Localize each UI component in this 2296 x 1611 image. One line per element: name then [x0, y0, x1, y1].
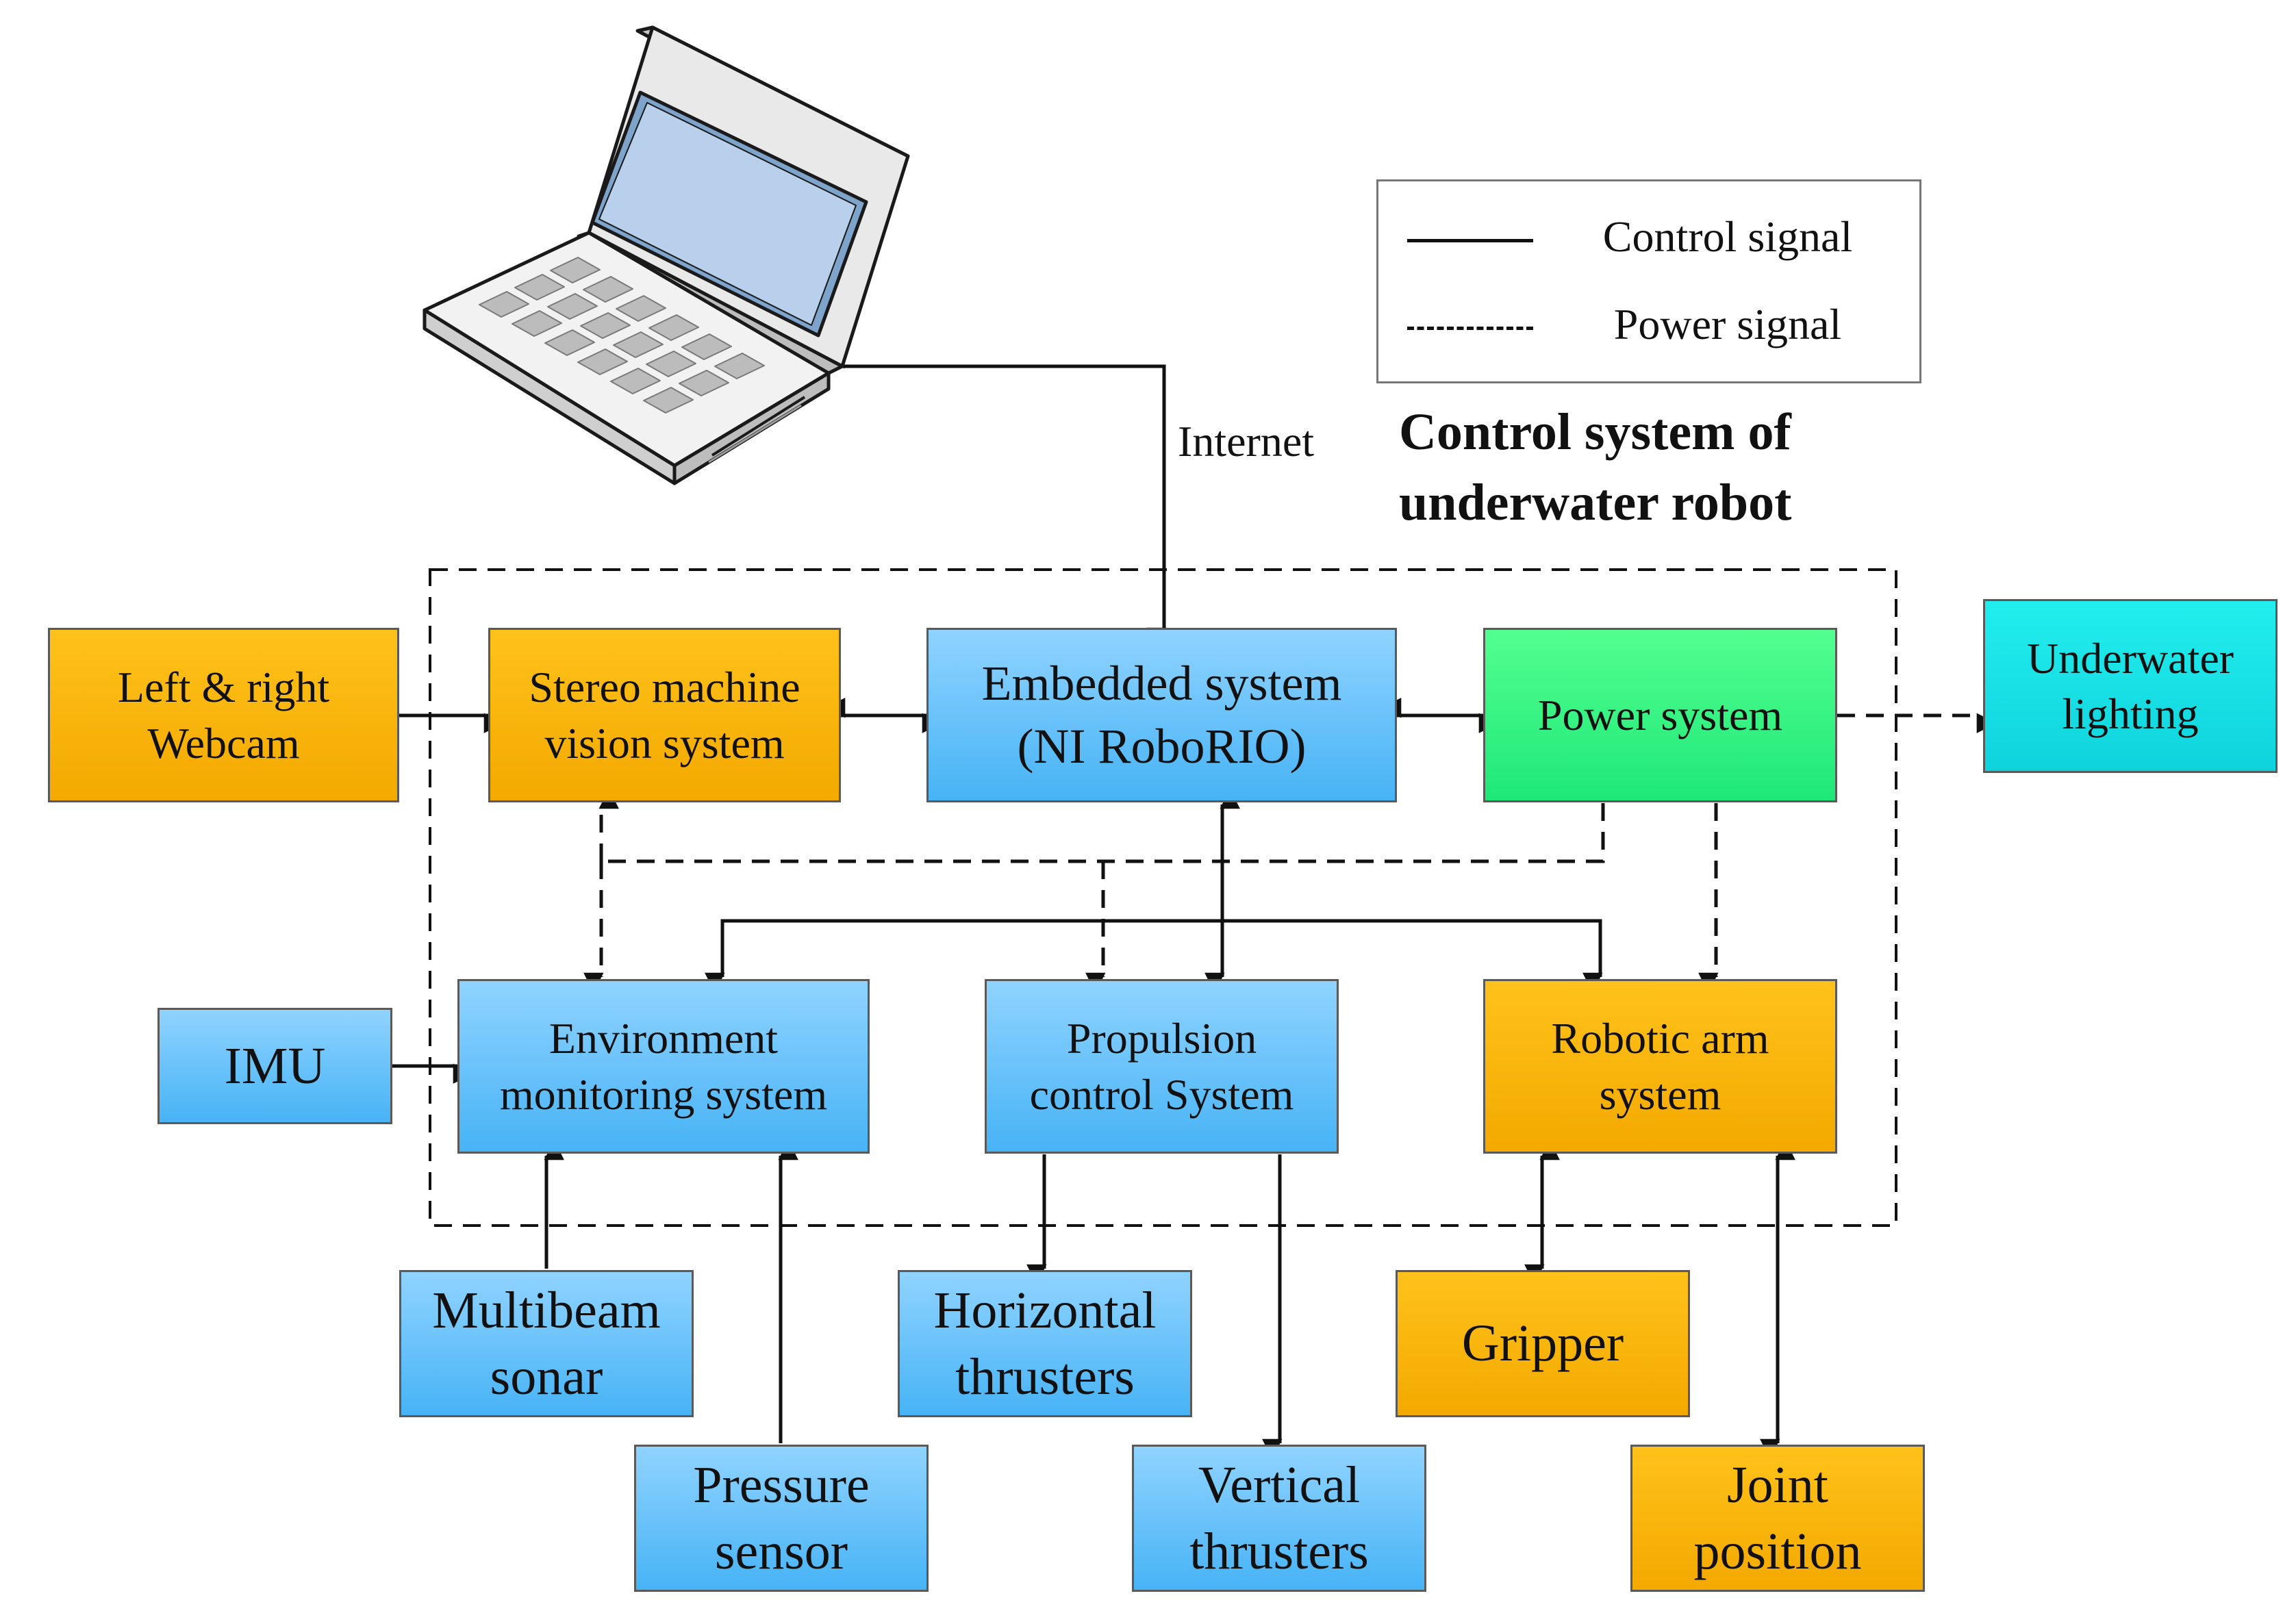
legend: Control signal Power signal: [1376, 179, 1921, 383]
stereo-vision-label: Stereo machine vision system: [529, 663, 800, 768]
embedded-system-label: Embedded system (NI RoboRIO): [981, 656, 1342, 774]
imu-label: IMU: [224, 1037, 326, 1095]
webcam-label: Left & right Webcam: [117, 663, 330, 768]
joint-position-label: Joint position: [1693, 1456, 1862, 1580]
legend-power-label: Power signal: [1613, 300, 1842, 348]
robotic-arm-label: Robotic arm system: [1551, 1014, 1769, 1119]
power-system-label: Power system: [1537, 690, 1783, 739]
environment-monitoring-label: Environment monitoring system: [499, 1014, 828, 1119]
control-signal-swatch: [1407, 239, 1533, 242]
vertical-thrusters-node: Vertical thrusters: [1132, 1445, 1426, 1592]
diagram-title: Control system of underwater robot: [1399, 403, 1792, 532]
laptop-icon: [422, 25, 910, 485]
power-signal-swatch: [1407, 327, 1533, 330]
horizontal-thrusters-label: Horizontal thrusters: [933, 1281, 1157, 1406]
propulsion-control-node: Propulsion control System: [985, 979, 1339, 1154]
pressure-sensor-label: Pressure sensor: [693, 1456, 870, 1580]
internet-link: [824, 348, 1167, 648]
joint-position-node: Joint position: [1630, 1445, 1925, 1592]
gripper-node: Gripper: [1396, 1270, 1690, 1417]
legend-control-label: Control signal: [1602, 212, 1853, 261]
power-distribution-bus: [601, 803, 1605, 863]
imu-node: IMU: [157, 1008, 392, 1124]
stereo-vision-node: Stereo machine vision system: [488, 628, 841, 802]
multibeam-sonar-label: Multibeam sonar: [432, 1281, 661, 1406]
power-system-node: Power system: [1483, 628, 1837, 802]
robotic-arm-node: Robotic arm system: [1483, 979, 1837, 1154]
horizontal-thrusters-node: Horizontal thrusters: [898, 1270, 1192, 1417]
underwater-lighting-label: Underwater lighting: [2026, 633, 2234, 738]
environment-monitoring-node: Environment monitoring system: [457, 979, 870, 1154]
gripper-label: Gripper: [1461, 1315, 1624, 1373]
propulsion-control-label: Propulsion control System: [1029, 1014, 1294, 1119]
underwater-lighting-node: Underwater lighting: [1983, 599, 2278, 773]
vertical-thrusters-label: Vertical thrusters: [1189, 1456, 1369, 1580]
webcam-node: Left & right Webcam: [48, 628, 399, 802]
internet-label: Internet: [1178, 417, 1314, 466]
control-bus: [705, 919, 1603, 993]
pressure-sensor-node: Pressure sensor: [634, 1445, 929, 1592]
embedded-system-node: Embedded system (NI RoboRIO): [926, 628, 1397, 802]
multibeam-sonar-node: Multibeam sonar: [399, 1270, 694, 1417]
